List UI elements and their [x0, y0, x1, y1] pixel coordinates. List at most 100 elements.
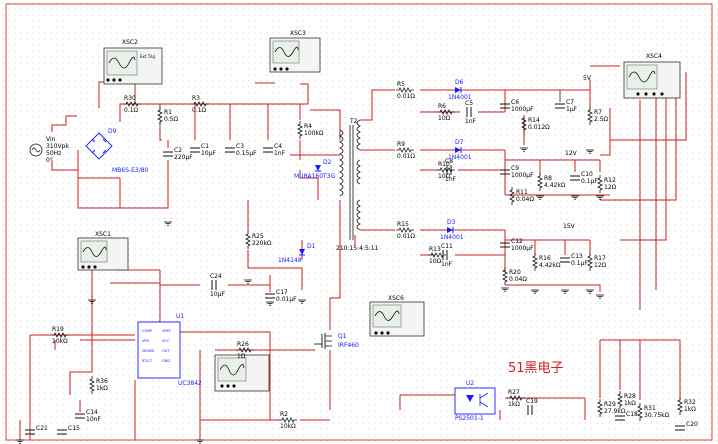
u2-ref: U2: [466, 380, 474, 387]
osc-label-xsc1: XSC1: [95, 231, 111, 238]
resistor-r8[interactable]: R84.42kΩ: [537, 173, 566, 191]
resistor-r9[interactable]: R90.01Ω: [396, 141, 415, 160]
capacitor-c19[interactable]: C19: [526, 398, 538, 415]
capacitor-value: 1000µF: [511, 172, 534, 179]
resistor-value: 220kΩ: [252, 240, 272, 247]
bridge-rectifier-d9[interactable]: D9 MB6S-E3/80: [85, 128, 149, 174]
resistor-value: 10kΩ: [280, 423, 296, 430]
u1-ref: U1: [176, 313, 184, 320]
capacitor-ref: C21: [36, 425, 48, 432]
diode-part: 1N4001: [448, 94, 472, 101]
transformer-t2[interactable]: T2 210:15:4:5:11: [336, 118, 379, 252]
svg-text:COMP: COMP: [142, 329, 152, 333]
output-label-12v: 12V: [565, 150, 578, 157]
resistor-ref: R5: [397, 81, 405, 88]
capacitor-ref: C19: [526, 398, 538, 405]
resistor-r5[interactable]: R50.01Ω: [396, 81, 415, 100]
capacitor-c15[interactable]: C15: [57, 425, 80, 435]
controller-ic-u1[interactable]: COMP VFB ISENSE RT/CT VREF VCC OUT GND U…: [137, 313, 202, 387]
vin-phase: 0°: [46, 157, 53, 164]
capacitor-value: 10µF: [201, 150, 216, 157]
capacitor-value: 10µF: [210, 291, 225, 298]
capacitor-c20[interactable]: C20: [675, 421, 698, 431]
oscilloscope-xsc4[interactable]: XSC4: [623, 53, 681, 99]
diode-ref: D3: [447, 219, 456, 226]
oscilloscope-xsc6[interactable]: XSC6: [369, 295, 425, 337]
svg-text:ISENSE: ISENSE: [142, 349, 155, 353]
oscilloscope-xsc2[interactable]: XSC2 Ext Trig: [103, 39, 163, 85]
resistor-r7[interactable]: R72.5Ω: [587, 107, 609, 125]
resistor-r3[interactable]: R30.1Ω: [191, 95, 209, 114]
resistor-value: 0.5Ω: [164, 116, 179, 123]
resistor-value: 2.5Ω: [594, 116, 609, 123]
ground-symbol: [596, 294, 604, 299]
t2-ref: T2: [349, 118, 358, 125]
oscilloscope-xsc5[interactable]: [214, 354, 270, 392]
resistor-value: 0.04Ω: [509, 276, 527, 283]
ground-symbol: [244, 279, 252, 284]
ground-symbol: [586, 149, 594, 154]
oscilloscope-xsc3[interactable]: XSC3: [269, 30, 321, 73]
diode-ref: D7: [455, 139, 464, 146]
ac-source-vin[interactable]: Vin 310Vpk 50Hz 0°: [29, 136, 69, 164]
resistor-r1[interactable]: R10.5Ω: [157, 107, 179, 125]
oscilloscope-xsc1[interactable]: XSC1: [77, 231, 129, 271]
resistor-ref: R4: [304, 123, 312, 130]
capacitor-c21[interactable]: C21: [25, 425, 48, 435]
optocoupler-u2[interactable]: U2 PS2501-1: [454, 380, 496, 422]
svg-text:VCC: VCC: [162, 339, 170, 343]
resistor-ref: R8: [544, 175, 552, 182]
resistor-ref: R9: [397, 141, 405, 148]
mosfet-q1[interactable]: Q1 IRF460: [314, 333, 359, 349]
resistor-ref: R30: [124, 95, 136, 102]
capacitor-ref: C3: [236, 143, 244, 150]
resistor-value: 1kΩ: [684, 406, 696, 413]
capacitor-c18[interactable]: C18: [615, 411, 638, 421]
capacitor-value: 1000µF: [511, 106, 534, 113]
capacitor-c3[interactable]: C30.15µF: [225, 143, 257, 157]
diode-ref: D2: [323, 159, 332, 166]
resistor-value: 10Ω: [438, 115, 451, 122]
